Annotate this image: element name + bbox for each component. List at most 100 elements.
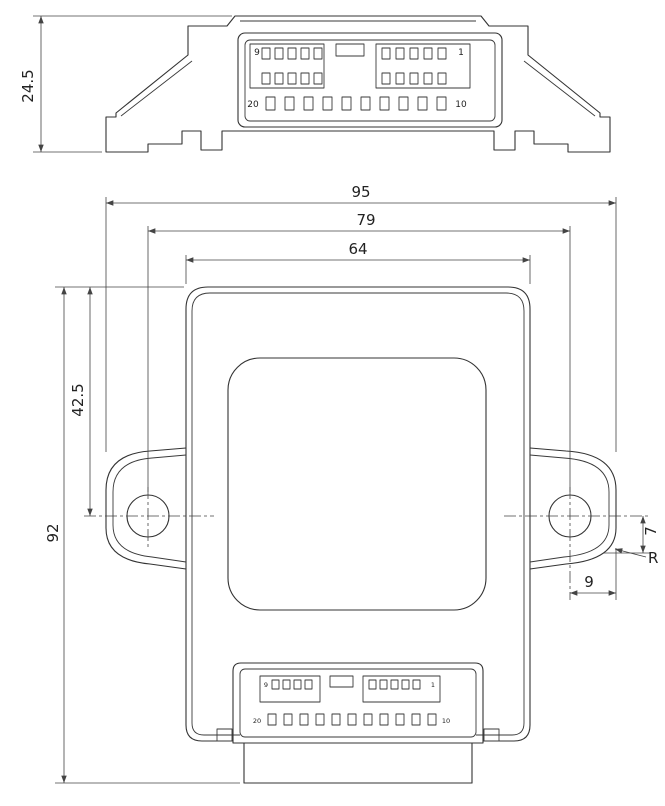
pin-label-20: 20	[247, 100, 259, 110]
radius-label: R	[648, 549, 658, 567]
dim-height-42-5: 42.5	[69, 286, 93, 517]
pin-block-right	[375, 43, 471, 89]
pin-slot	[381, 72, 391, 85]
pin-slot	[390, 679, 399, 690]
dim-label-24-5: 24.5	[19, 69, 37, 102]
right-ear-outline	[529, 447, 617, 570]
front-pin-slots-top	[271, 679, 421, 690]
pin-slots-bottom-row	[265, 96, 447, 111]
dim-label-79: 79	[356, 211, 375, 229]
pin-slot	[304, 679, 313, 690]
pin-label-10: 10	[455, 100, 467, 110]
pin-slot	[417, 96, 428, 111]
pin-slot	[300, 72, 310, 85]
pin-slot	[300, 47, 310, 60]
pin-slot	[313, 47, 323, 60]
body-inner-line	[191, 292, 525, 736]
pin-slot	[303, 96, 314, 111]
body-foot-right	[483, 728, 500, 742]
front-pin-label-20: 20	[253, 717, 261, 725]
dimensions: 24.5 95 79 64 92 42.5	[19, 15, 660, 784]
dim-height-92: 92	[44, 286, 240, 784]
pin-slot	[287, 72, 297, 85]
pin-slot	[293, 679, 302, 690]
pin-slot	[261, 47, 271, 60]
pin-slot	[282, 679, 291, 690]
pin-slots-right-block	[381, 47, 447, 85]
pin-slot	[261, 72, 271, 85]
dim-label-92: 92	[44, 523, 62, 542]
pin-slot	[363, 713, 373, 726]
pin-slot	[379, 96, 390, 111]
dim-label-95: 95	[351, 183, 370, 201]
pin-slot	[360, 96, 371, 111]
pin-slot	[313, 72, 323, 85]
pin-label-9: 9	[254, 48, 260, 58]
dim-label-64: 64	[348, 240, 367, 258]
pin-slot	[267, 713, 277, 726]
front-pin-label-1: 1	[431, 681, 435, 689]
bottom-protrusion	[243, 742, 473, 784]
pin-slot	[381, 47, 391, 60]
connector-shroud-inner	[244, 39, 496, 122]
pin-slot	[274, 72, 284, 85]
pin-slot	[274, 47, 284, 60]
dim-width-95: 95	[105, 183, 617, 452]
connector-shroud	[237, 32, 503, 128]
pin-slot	[398, 96, 409, 111]
front-pin-slots-bottom	[267, 713, 437, 726]
dim-width-64: 64	[185, 240, 531, 284]
pin-slot	[271, 679, 280, 690]
body-outline	[185, 286, 531, 742]
front-view: 9 1 20 10	[84, 286, 650, 784]
pin-slot	[331, 713, 341, 726]
front-connector-inner	[239, 668, 477, 738]
pin-slot	[283, 713, 293, 726]
pin-slot	[347, 713, 357, 726]
pin-slot	[411, 713, 421, 726]
pin-slot	[409, 47, 419, 60]
shell-inner-right	[523, 60, 596, 117]
dim-height-24-5: 24.5	[19, 15, 232, 153]
connector-latch	[335, 43, 365, 57]
dim-label-9: 9	[584, 573, 594, 591]
front-connector-latch	[329, 675, 354, 688]
top-view: 9 1 20 10	[105, 15, 611, 153]
leader-line	[614, 548, 647, 558]
pin-slot	[427, 713, 437, 726]
pin-slot	[341, 96, 352, 111]
pin-block-left	[249, 43, 325, 89]
pin-slot	[265, 96, 276, 111]
pin-slot	[284, 96, 295, 111]
pin-slot	[287, 47, 297, 60]
dim-offset-9: 9	[569, 548, 617, 600]
pin-slot	[423, 72, 433, 85]
pin-slot	[368, 679, 377, 690]
pin-label-1: 1	[458, 48, 464, 58]
pin-slot	[401, 679, 410, 690]
front-pin-label-10: 10	[442, 717, 450, 725]
pin-slot	[423, 47, 433, 60]
pin-slot	[412, 679, 421, 690]
front-pin-block-left	[259, 675, 321, 703]
front-pin-label-9: 9	[264, 681, 268, 689]
dim-label-42-5: 42.5	[69, 383, 87, 416]
pin-slot	[379, 713, 389, 726]
dim-width-79: 79	[147, 211, 571, 492]
pin-slot	[379, 679, 388, 690]
body-foot-left	[216, 728, 233, 742]
front-pin-block-right	[362, 675, 441, 703]
pin-slot	[437, 47, 447, 60]
right-ear-inner	[529, 454, 610, 563]
pin-slot	[299, 713, 309, 726]
front-connector-outline	[232, 662, 484, 744]
pin-slot	[395, 47, 405, 60]
pin-slot	[395, 72, 405, 85]
pin-slot	[409, 72, 419, 85]
pin-slot	[315, 713, 325, 726]
radius-callout: R	[614, 548, 658, 567]
shell-inner-left	[120, 60, 193, 117]
